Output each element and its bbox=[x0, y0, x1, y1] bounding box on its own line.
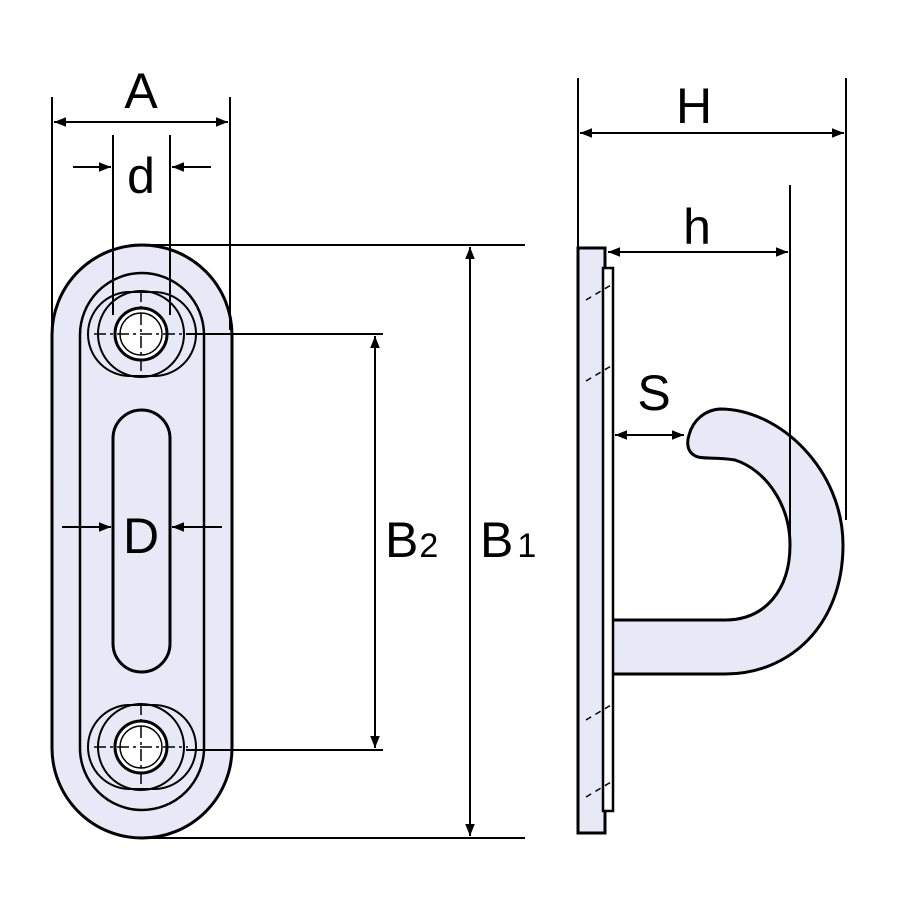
hook-shape bbox=[608, 407, 845, 676]
label-H: H bbox=[676, 78, 712, 134]
front-dimensions bbox=[51, 97, 525, 839]
plate-outline bbox=[50, 243, 234, 840]
label-A: A bbox=[124, 63, 158, 119]
label-B2: B2 bbox=[385, 512, 438, 568]
base-plate bbox=[576, 246, 607, 835]
base-plate-step bbox=[601, 266, 615, 813]
side-dimensions bbox=[577, 78, 847, 545]
front-view bbox=[50, 243, 234, 840]
label-B2-main: B bbox=[385, 512, 418, 568]
center-slot bbox=[111, 408, 172, 674]
label-h: h bbox=[683, 199, 711, 255]
label-d: d bbox=[127, 148, 155, 204]
label-B1-main: B bbox=[480, 512, 513, 568]
label-B1-sub: 1 bbox=[517, 527, 536, 565]
label-D: D bbox=[123, 508, 159, 564]
hole-center-lines bbox=[94, 290, 188, 791]
label-B2-sub: 2 bbox=[419, 527, 438, 565]
hidden-hole-lines bbox=[585, 284, 612, 798]
label-S: S bbox=[637, 365, 670, 421]
plate-inner-border bbox=[78, 271, 206, 812]
side-view bbox=[576, 246, 845, 835]
